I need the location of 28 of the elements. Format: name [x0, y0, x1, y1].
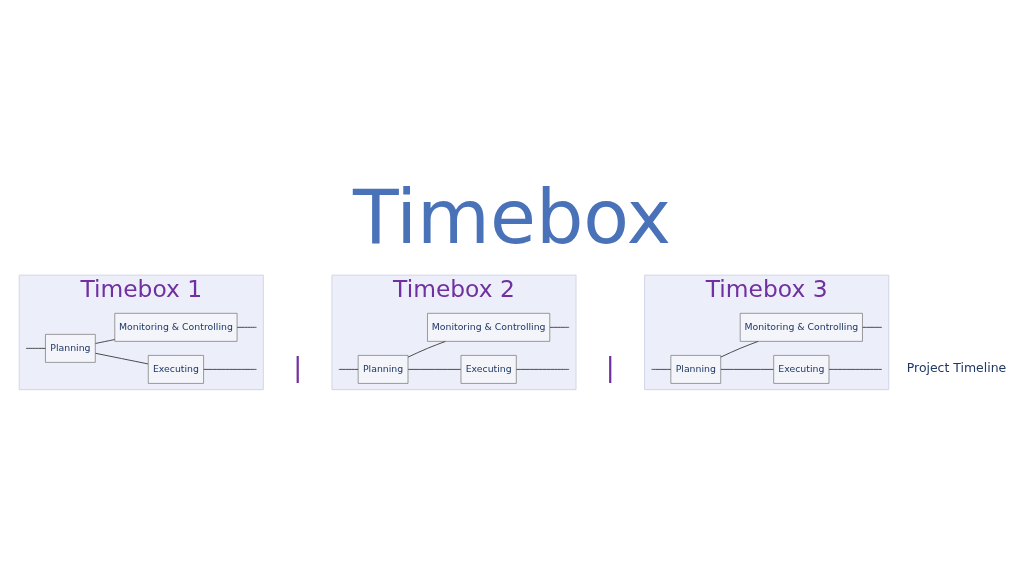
node-box: Monitoring & Controlling: [739, 312, 863, 342]
connector: [515, 368, 570, 370]
label: |: [605, 351, 615, 383]
diagram-title: Timebox: [352, 174, 672, 262]
connector: [95, 339, 116, 344]
connector: [720, 368, 774, 370]
connector: [95, 352, 149, 365]
connector: [862, 326, 883, 328]
connector: [25, 347, 46, 349]
node-box: Monitoring & Controlling: [427, 312, 551, 342]
node-box: Monitoring & Controlling: [114, 312, 238, 342]
node-box: Planning: [670, 355, 722, 384]
connector: [236, 326, 257, 328]
connector: [407, 368, 462, 370]
node-box: Executing: [773, 355, 830, 384]
node-box: Planning: [357, 355, 409, 384]
connector: [828, 368, 883, 370]
connector: [720, 340, 759, 358]
label: |: [293, 351, 303, 383]
connector: [338, 368, 359, 370]
connector: [549, 326, 570, 328]
connector: [203, 368, 257, 370]
label: Project Timeline: [906, 360, 1007, 376]
node-box: Executing: [460, 355, 517, 384]
connector: [407, 340, 446, 358]
node-box: Executing: [147, 355, 204, 384]
node-box: Planning: [45, 333, 96, 363]
connector: [651, 368, 672, 370]
